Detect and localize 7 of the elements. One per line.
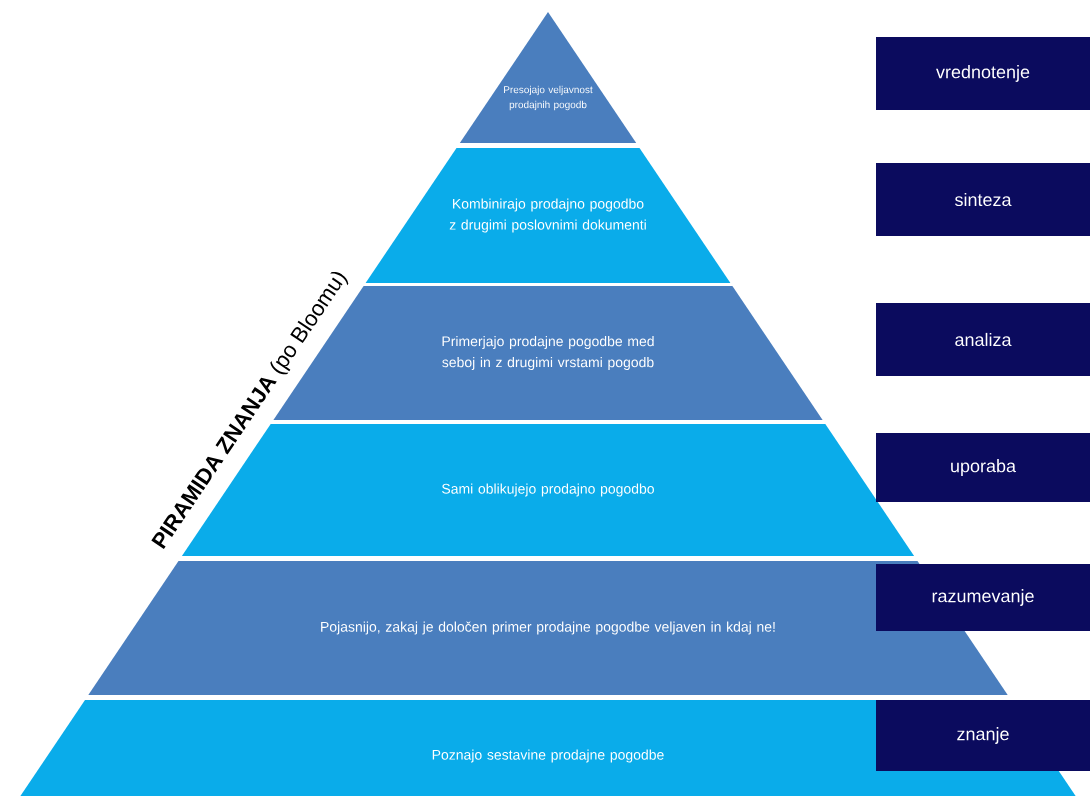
level-box: vrednotenje [876, 37, 1090, 110]
level-box: razumevanje [876, 564, 1090, 631]
pyramid-band: Kombinirajo prodajno pogodbo z drugimi poslovnimi dokumenti [365, 148, 731, 283]
level-box: uporaba [876, 433, 1090, 502]
level-box: analiza [876, 303, 1090, 376]
pyramid-band: Presojajo veljavnost prodajnih pogodb [459, 12, 637, 143]
level-box: sinteza [876, 163, 1090, 236]
